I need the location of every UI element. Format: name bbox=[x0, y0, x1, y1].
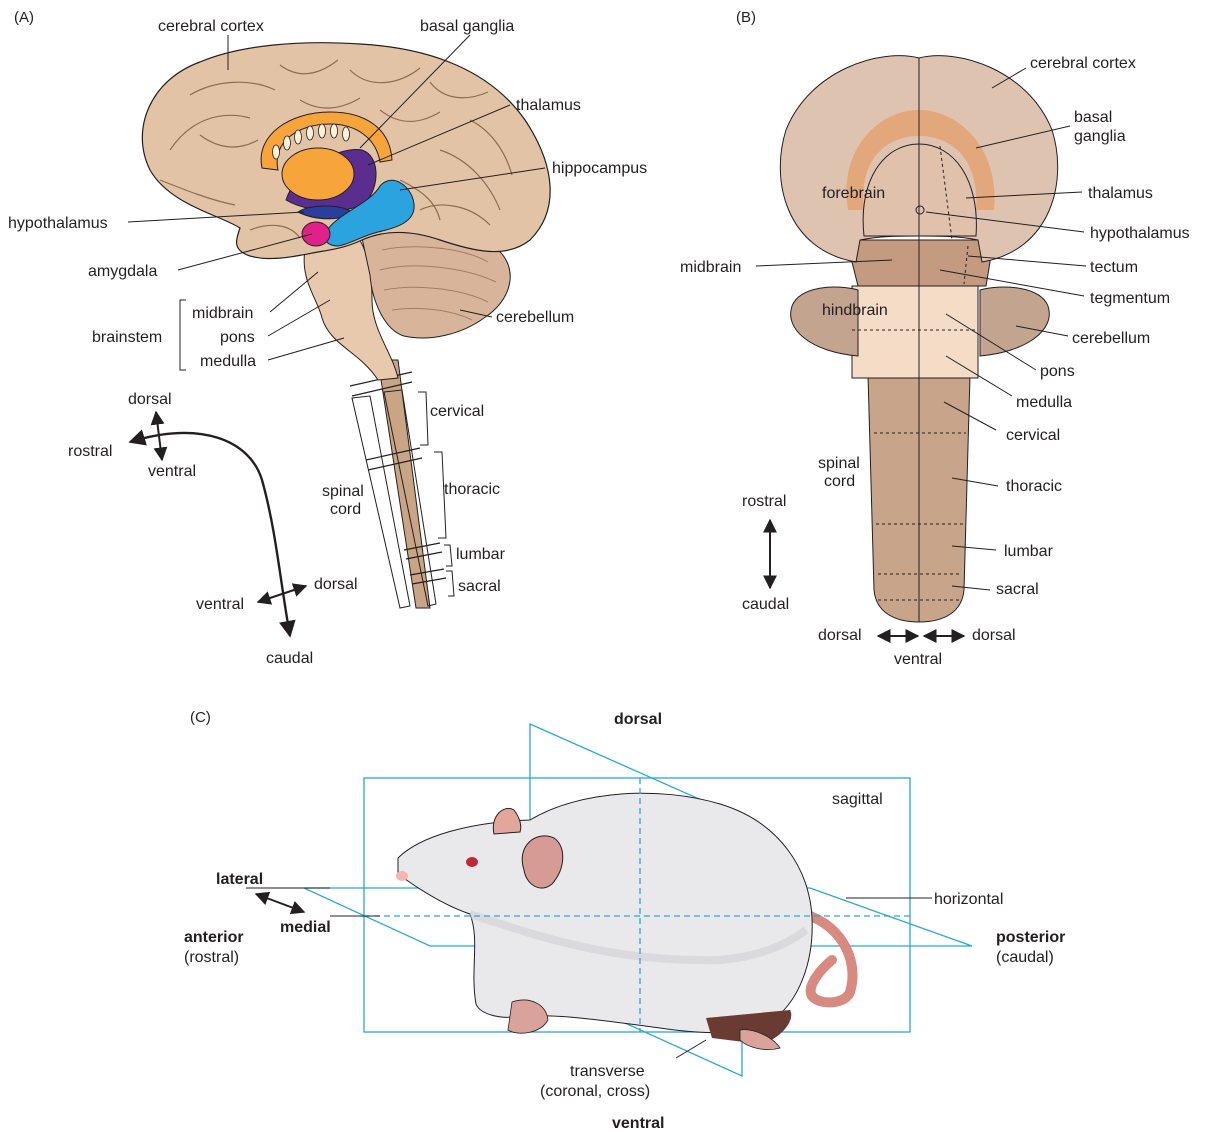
axis-a-ventral-bottom: ventral bbox=[196, 596, 244, 613]
spinal-cord-a bbox=[350, 360, 446, 608]
label-anterior-c: anterior bbox=[184, 929, 244, 946]
label-horizontal-c: horizontal bbox=[934, 891, 1003, 908]
label-cerebellum-a: cerebellum bbox=[496, 309, 574, 326]
label-sacral-a: sacral bbox=[458, 578, 501, 595]
label-lumbar-a: lumbar bbox=[456, 546, 506, 563]
panel-a-label: (A) bbox=[14, 9, 34, 26]
label-sacral-b: sacral bbox=[996, 581, 1039, 598]
label-brainstem-a: brainstem bbox=[92, 329, 162, 346]
label-hypothalamus-b: hypothalamus bbox=[1090, 225, 1190, 242]
label-transverse-c: transverse bbox=[570, 1063, 645, 1080]
label-ganglia-b: ganglia bbox=[1074, 128, 1126, 145]
label-ventral-c: ventral bbox=[612, 1115, 664, 1132]
label-midbrain-a: midbrain bbox=[192, 305, 253, 322]
label-amygdala-a: amygdala bbox=[88, 263, 157, 280]
orientation-axes-a: dorsal rostral ventral ventral dorsal ca… bbox=[68, 391, 358, 667]
label-tegmentum-b: tegmentum bbox=[1090, 290, 1170, 307]
label-cervical-a: cervical bbox=[430, 403, 484, 420]
label-medulla-b: medulla bbox=[1016, 394, 1072, 411]
label-hippocampus-a: hippocampus bbox=[552, 160, 647, 177]
cerebellum-left-b bbox=[791, 287, 858, 356]
label-medial-c: medial bbox=[280, 919, 331, 936]
label-dorsal-c: dorsal bbox=[614, 711, 662, 728]
panel-c-label: (C) bbox=[190, 709, 211, 726]
label-lateral-c: lateral bbox=[216, 871, 263, 888]
axis-a-dorsal-bottom: dorsal bbox=[314, 576, 358, 593]
axis-b-rostral: rostral bbox=[742, 493, 786, 510]
axis-b-caudal: caudal bbox=[742, 596, 789, 613]
midbrain-b bbox=[852, 240, 990, 286]
panel-c: (C) bbox=[184, 709, 1065, 1132]
label-spinal-a: spinal bbox=[322, 483, 364, 500]
label-transverse-sub-c: (coronal, cross) bbox=[540, 1083, 650, 1100]
label-cervical-b: cervical bbox=[1006, 427, 1060, 444]
axis-a-rostral: rostral bbox=[68, 443, 112, 460]
label-posterior-sub-c: (caudal) bbox=[996, 949, 1054, 966]
axis-b-ventral: ventral bbox=[894, 651, 942, 668]
cerebellum-right-b bbox=[980, 287, 1049, 356]
label-thalamus-b: thalamus bbox=[1088, 185, 1153, 202]
panel-a: (A) bbox=[8, 9, 647, 667]
label-tectum-b: tectum bbox=[1090, 259, 1138, 276]
label-cord-a: cord bbox=[330, 501, 361, 518]
label-cerebral-cortex-b: cerebral cortex bbox=[1030, 55, 1136, 72]
label-medulla-a: medulla bbox=[200, 353, 256, 370]
axis-a-caudal: caudal bbox=[266, 650, 313, 667]
label-sagittal-c: sagittal bbox=[832, 791, 883, 808]
label-pons-a: pons bbox=[220, 329, 255, 346]
label-midbrain-b: midbrain bbox=[680, 259, 741, 276]
label-posterior-c: posterior bbox=[996, 929, 1065, 946]
panel-b: (B) bbox=[680, 9, 1190, 668]
label-hindbrain-b: hindbrain bbox=[822, 302, 888, 319]
label-lumbar-b: lumbar bbox=[1004, 543, 1054, 560]
label-basal-b: basal bbox=[1074, 109, 1112, 126]
axis-b-dorsal-right: dorsal bbox=[972, 627, 1016, 644]
label-anterior-sub-c: (rostral) bbox=[184, 949, 239, 966]
label-basal-ganglia-a: basal ganglia bbox=[420, 18, 514, 35]
label-pons-b: pons bbox=[1040, 363, 1075, 380]
axis-b-dorsal-left: dorsal bbox=[818, 627, 862, 644]
label-forebrain-b: forebrain bbox=[822, 185, 885, 202]
label-thalamus-a: thalamus bbox=[516, 97, 581, 114]
axis-a-ventral-top: ventral bbox=[148, 463, 196, 480]
axis-a-dorsal-top: dorsal bbox=[128, 391, 172, 408]
label-hypothalamus-a: hypothalamus bbox=[8, 215, 108, 232]
amygdala-shape bbox=[302, 222, 330, 246]
rat-illustration bbox=[396, 793, 853, 1049]
label-cord-b: cord bbox=[824, 473, 855, 490]
label-spinal-b: spinal bbox=[818, 455, 860, 472]
label-cerebral-cortex-a: cerebral cortex bbox=[158, 18, 264, 35]
label-cerebellum-b: cerebellum bbox=[1072, 330, 1150, 347]
label-thoracic-b: thoracic bbox=[1006, 478, 1062, 495]
label-thoracic-a: thoracic bbox=[444, 481, 500, 498]
basal-ganglia-core bbox=[282, 148, 354, 200]
panel-b-label: (B) bbox=[736, 9, 756, 26]
